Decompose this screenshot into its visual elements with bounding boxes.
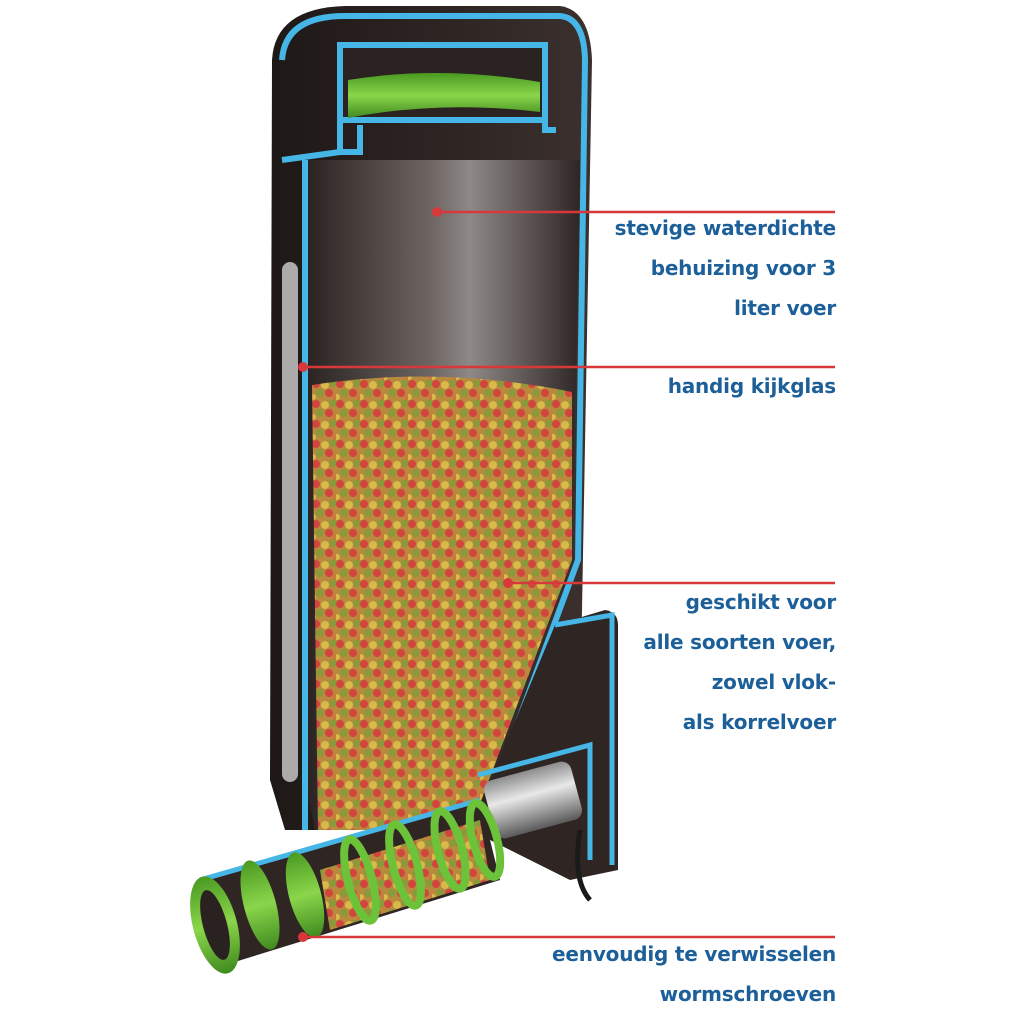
callout-food: geschikt voor alle soorten voer, zowel v… (643, 582, 836, 742)
power-cable (575, 829, 592, 902)
leader-dot-food (503, 578, 513, 588)
callout-housing: stevige waterdichte behuizing voor 3 lit… (614, 208, 837, 328)
callout-line: stevige waterdichte (614, 216, 837, 240)
callout-line: als korrelvoer (682, 710, 836, 734)
callout-line: eenvoudig te verwisselen (552, 942, 836, 966)
sight-glass (282, 262, 298, 782)
callout-line: wormschroeven (659, 982, 837, 1006)
callout-screw: eenvoudig te verwisselen wormschroeven (552, 934, 836, 1014)
motor (484, 761, 582, 839)
worm-screw (190, 797, 505, 974)
lid (281, 42, 556, 163)
callout-line: zowel vlok- (711, 670, 836, 694)
leader-dot-screw (298, 932, 308, 942)
callout-line: alle soorten voer, (643, 630, 836, 654)
leader-dot-housing (432, 207, 442, 217)
callout-line: handig kijkglas (667, 374, 837, 398)
leader-dot-window (298, 362, 308, 372)
callout-line: liter voer (734, 296, 836, 320)
callout-line: behuizing voor 3 (650, 256, 836, 280)
callout-line: geschikt voor (685, 590, 837, 614)
dispenser-unit (470, 610, 618, 902)
callout-window: handig kijkglas (667, 366, 837, 406)
leader-lines (298, 207, 835, 942)
food-pellets (312, 376, 572, 830)
